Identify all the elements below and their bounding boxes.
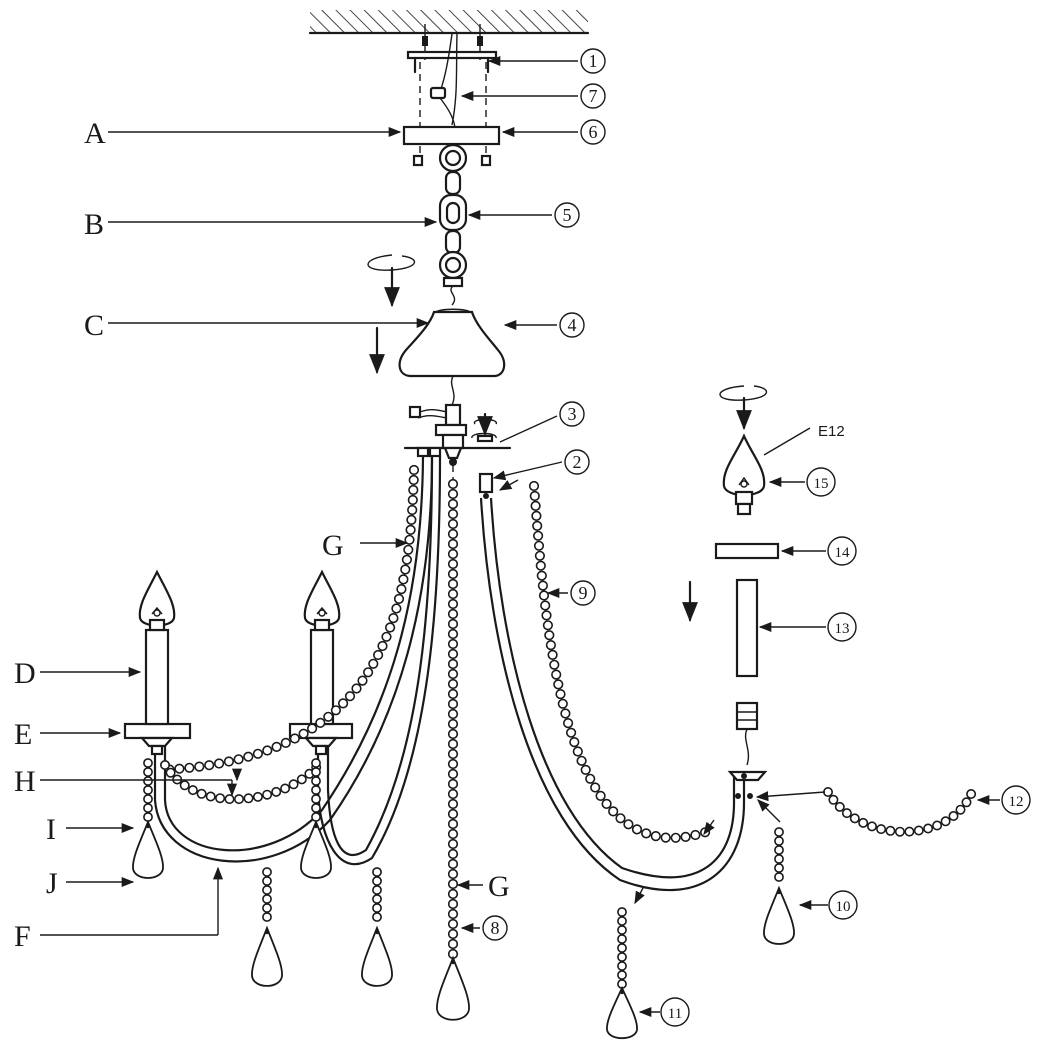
bulb-center xyxy=(303,569,341,632)
bobeche-exploded xyxy=(714,542,780,560)
svg-text:5: 5 xyxy=(563,205,572,225)
crystal-drop-8 xyxy=(436,955,470,1021)
crystal-drop-j-hook xyxy=(145,823,151,829)
label-h: H xyxy=(14,765,36,798)
callout-15: 15 xyxy=(806,467,836,497)
label-g-upper: G xyxy=(322,529,344,562)
svg-text:15: 15 xyxy=(814,476,829,492)
callout-11: 11 xyxy=(660,997,690,1027)
crystal-drop-inner-arm-hook xyxy=(374,929,380,935)
candle-sleeve-left xyxy=(144,628,170,726)
bead-chain-i xyxy=(143,758,153,822)
callout-7: 7 xyxy=(580,83,606,109)
rotation-indicator-canopy xyxy=(367,254,415,374)
bead-swag-12 xyxy=(822,786,977,837)
bead-chain-inner-arm xyxy=(372,867,382,922)
label-c: C xyxy=(84,309,104,342)
socket-type-label: E12 xyxy=(818,423,845,440)
callout-9: 9 xyxy=(570,580,596,606)
label-g-lower: G xyxy=(488,870,510,903)
arms xyxy=(153,455,746,892)
candle-sleeve-center xyxy=(309,628,335,726)
callout-13: 13 xyxy=(827,612,857,642)
bead-chain-10 xyxy=(774,827,784,882)
svg-text:13: 13 xyxy=(835,621,850,637)
crystal-drop-left-arm xyxy=(251,925,283,987)
bead-chain-8 xyxy=(447,478,459,960)
svg-text:9: 9 xyxy=(579,583,588,603)
bulb-exploded xyxy=(722,427,811,516)
socket-exploded xyxy=(727,701,768,799)
bead-chain-11 xyxy=(617,907,627,989)
arm-connector xyxy=(478,472,494,499)
crystal-drops xyxy=(132,819,795,1040)
svg-text:2: 2 xyxy=(573,452,582,472)
label-b: B xyxy=(84,208,104,241)
svg-text:11: 11 xyxy=(668,1006,682,1022)
bulb-left xyxy=(138,569,176,632)
svg-text:3: 3 xyxy=(568,404,577,424)
crystal-drop-center-cup-hook xyxy=(313,823,319,829)
center-body xyxy=(403,403,512,480)
callout-1: 1 xyxy=(580,48,606,74)
chain xyxy=(438,143,468,306)
bead-swag-9 xyxy=(528,480,711,843)
label-i: I xyxy=(46,813,56,846)
callout-6: 6 xyxy=(580,119,606,145)
svg-text:14: 14 xyxy=(835,545,851,561)
crystal-drop-10 xyxy=(763,885,795,945)
svg-text:10: 10 xyxy=(836,899,851,915)
bead-chains xyxy=(143,464,977,989)
crystal-drop-8-hook xyxy=(450,959,456,965)
bead-chain-center-cup xyxy=(311,758,321,822)
callout-14: 14 xyxy=(827,536,857,566)
candle-cup-left xyxy=(123,722,192,756)
ceiling xyxy=(308,10,590,35)
label-d: D xyxy=(14,657,36,690)
rotation-indicator-bulb xyxy=(682,385,767,622)
leader-lines xyxy=(40,55,1000,1018)
bead-swag-g-left xyxy=(164,464,420,775)
callout-3: 3 xyxy=(559,401,585,427)
canopy xyxy=(402,125,501,167)
sleeve-exploded xyxy=(735,578,759,678)
crystal-drop-center-cup xyxy=(300,819,332,879)
label-j: J xyxy=(46,867,58,900)
callout-8: 8 xyxy=(482,915,508,941)
callout-4: 4 xyxy=(559,312,585,338)
label-f: F xyxy=(14,920,31,953)
callout-10: 10 xyxy=(828,890,858,920)
letter-labels: A B C D E G H I J F G xyxy=(14,117,510,953)
svg-text:4: 4 xyxy=(568,315,577,335)
callout-5: 5 xyxy=(554,202,580,228)
crystal-drop-10-hook xyxy=(776,889,782,895)
svg-text:1: 1 xyxy=(589,51,598,71)
wire-connector xyxy=(429,33,458,129)
part-number-callouts: 1 7 6 5 4 3 2 9 15 14 13 12 10 8 11 xyxy=(482,48,1031,1027)
svg-text:6: 6 xyxy=(589,122,598,142)
svg-text:8: 8 xyxy=(491,918,500,938)
crystal-drop-left-arm-hook xyxy=(264,929,270,935)
crystal-drop-11 xyxy=(606,985,638,1040)
mounting-bracket xyxy=(406,24,498,74)
callout-12: 12 xyxy=(1001,785,1031,815)
label-a: A xyxy=(84,117,106,150)
crystal-drop-j xyxy=(132,819,164,879)
callout-2: 2 xyxy=(564,449,590,475)
svg-text:7: 7 xyxy=(589,86,598,106)
bead-chain-left-arm xyxy=(262,867,272,922)
crystal-drop-11-hook xyxy=(619,989,625,995)
crystal-drop-inner-arm xyxy=(361,925,393,987)
label-e: E xyxy=(14,718,32,751)
svg-text:12: 12 xyxy=(1009,794,1024,810)
